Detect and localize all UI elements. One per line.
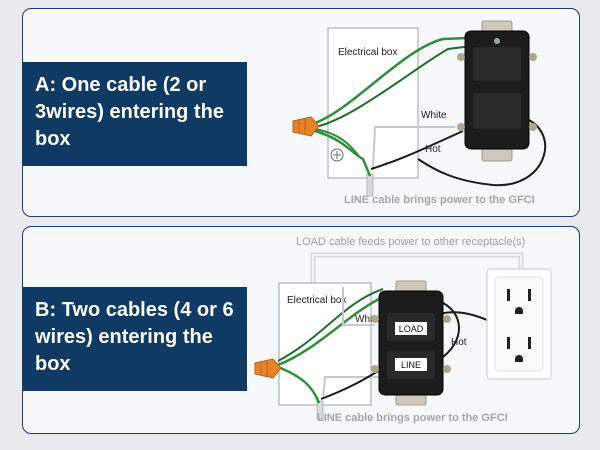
terminal-screw-icon [529, 53, 537, 61]
line-cable-caption: LINE cable brings power to the GFCI [317, 412, 508, 424]
wire-nut-connector-icon [292, 116, 320, 137]
line-cable-caption: LINE cable brings power to the GFCI [344, 194, 535, 206]
line-cable-sheath [366, 173, 374, 197]
terminal-screw-icon [371, 315, 379, 323]
white-wire-label: White [355, 314, 381, 325]
load-terminal-label: LOAD [399, 324, 424, 334]
electrical-box-label: Electrical box [287, 295, 346, 306]
load-white-wire [342, 287, 375, 326]
white-wire [322, 376, 385, 400]
hot-wire-label: Hot [451, 337, 467, 348]
panel-a-title: A: One cable (2 or 3wires) entering the … [23, 62, 247, 166]
terminal-screw-icon [529, 123, 537, 131]
terminal-screw-icon [371, 365, 379, 373]
ground-wire-2 [277, 288, 384, 362]
ground-wire-to-box [314, 129, 372, 177]
wire-nut-connector-icon [254, 358, 282, 379]
ground-wire-to-box [277, 365, 321, 404]
terminal-screw-icon [443, 315, 451, 323]
line-terminal-label: LINE [401, 360, 421, 370]
ground-wire-to-gfci [314, 35, 494, 125]
hot-wire [370, 130, 464, 170]
white-wire-label: White [421, 110, 447, 121]
panel-b-card: LOAD cable feeds power to other receptac… [22, 226, 580, 434]
line-tag [395, 358, 427, 371]
panel-a-card: Electrical box White Hot [22, 8, 580, 217]
hot-wire-loop [417, 116, 547, 187]
terminal-screw-icon [457, 123, 465, 131]
load-cable-run-inner [311, 253, 523, 287]
electrical-box-label: Electrical box [338, 47, 397, 58]
terminal-screw-icon [457, 53, 465, 61]
ground-wire-2 [314, 43, 489, 128]
downstream-receptacle [486, 268, 552, 380]
load-cable-caption: LOAD cable feeds power to other receptac… [296, 236, 525, 248]
line-cable-sheath [316, 400, 324, 420]
panel-b-diagram: LOAD cable feeds power to other receptac… [254, 236, 552, 424]
hot-wire-label: Hot [425, 144, 441, 155]
panel-a-diagram: Electrical box White Hot [292, 20, 547, 206]
gfci-receptacle [457, 20, 537, 162]
gfci-receptacle [371, 280, 451, 406]
ground-wire-to-screw [314, 128, 359, 156]
terminal-screw-icon [443, 365, 451, 373]
load-tag [395, 322, 427, 335]
panel-b-title: B: Two cables (4 or 6 wires) entering th… [23, 287, 247, 391]
ground-screw-slot [333, 151, 341, 159]
white-wire [372, 126, 455, 170]
